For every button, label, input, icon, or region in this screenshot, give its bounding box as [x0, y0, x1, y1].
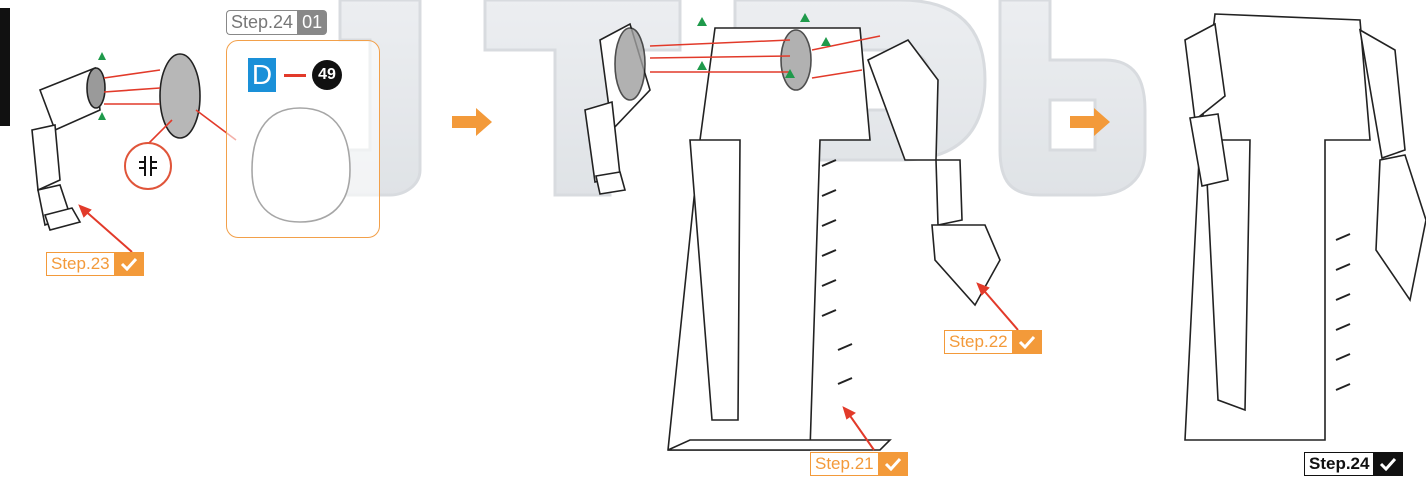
step-tag-21: Step.21 [810, 452, 908, 476]
check-icon [878, 452, 908, 476]
right-dress-drawing [1185, 14, 1426, 440]
step-header: Step.24 01 [226, 10, 327, 35]
right-side-ticks [1336, 234, 1350, 390]
runner-dash [284, 74, 306, 77]
middle-dress-drawing [585, 24, 1000, 450]
step-tag-23: Step.23 [46, 252, 144, 276]
step-tag-21-label: Step.21 [810, 452, 878, 476]
check-icon [1373, 452, 1403, 476]
nipper-cut-icon [124, 142, 172, 190]
step-header-index: 01 [297, 10, 327, 35]
arrow-right-icon [452, 108, 492, 136]
pointer-arrows [80, 206, 1018, 450]
middle-side-ticks [822, 160, 852, 384]
step-tag-24-label: Step.24 [1304, 452, 1373, 476]
step-tag-24: Step.24 [1304, 452, 1403, 476]
check-icon [114, 252, 144, 276]
check-icon [1012, 330, 1042, 354]
step-tag-22-label: Step.22 [944, 330, 1012, 354]
part-number: 49 [312, 60, 342, 90]
step-tag-23-label: Step.23 [46, 252, 114, 276]
runner-label: D [248, 58, 276, 92]
step-tag-22: Step.22 [944, 330, 1042, 354]
step-header-label: Step.24 [226, 10, 297, 35]
left-arm-drawing [32, 54, 200, 230]
